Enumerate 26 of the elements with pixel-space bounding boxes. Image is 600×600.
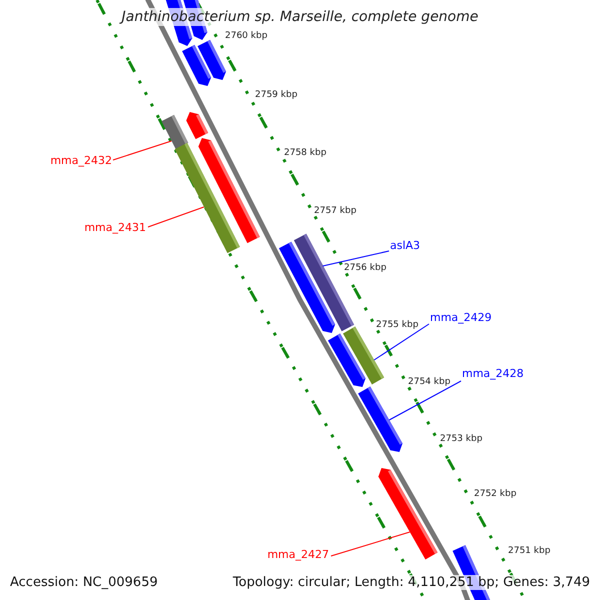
tick-label: 2758 kbp	[284, 149, 326, 158]
gene-label: mma_2429	[430, 312, 492, 323]
gene-block	[378, 468, 438, 560]
gene-label: aslA3	[390, 240, 420, 251]
gene-label: mma_2432	[50, 155, 112, 166]
leader-line	[322, 250, 390, 266]
leader-line	[148, 206, 204, 228]
leader-line	[388, 380, 462, 420]
genome-summary-text: Topology: circular; Length: 4,110,251 bp; Genes: 3,749	[230, 575, 592, 590]
leader-line	[374, 324, 430, 360]
gene-block	[162, 114, 188, 150]
tick-label: 2755 kbp	[376, 321, 418, 330]
tick-label: 2753 kbp	[440, 435, 482, 444]
gene-label: mma_2427	[267, 549, 329, 560]
tick-label: 2752 kbp	[474, 490, 516, 499]
tick-label: 2760 kbp	[225, 32, 268, 41]
leader-line	[112, 140, 172, 160]
gene-block	[342, 326, 384, 384]
tick-label: 2759 kbp	[255, 91, 298, 100]
tick-label: 2751 kbp	[508, 547, 550, 556]
gene-label: mma_2428	[462, 368, 524, 379]
tick-label: 2756 kbp	[344, 264, 386, 273]
gene-block	[358, 386, 403, 452]
gene-label: mma_2431	[84, 222, 146, 233]
leader-line	[330, 532, 410, 556]
accession-text: Accession: NC_009659	[8, 575, 160, 590]
